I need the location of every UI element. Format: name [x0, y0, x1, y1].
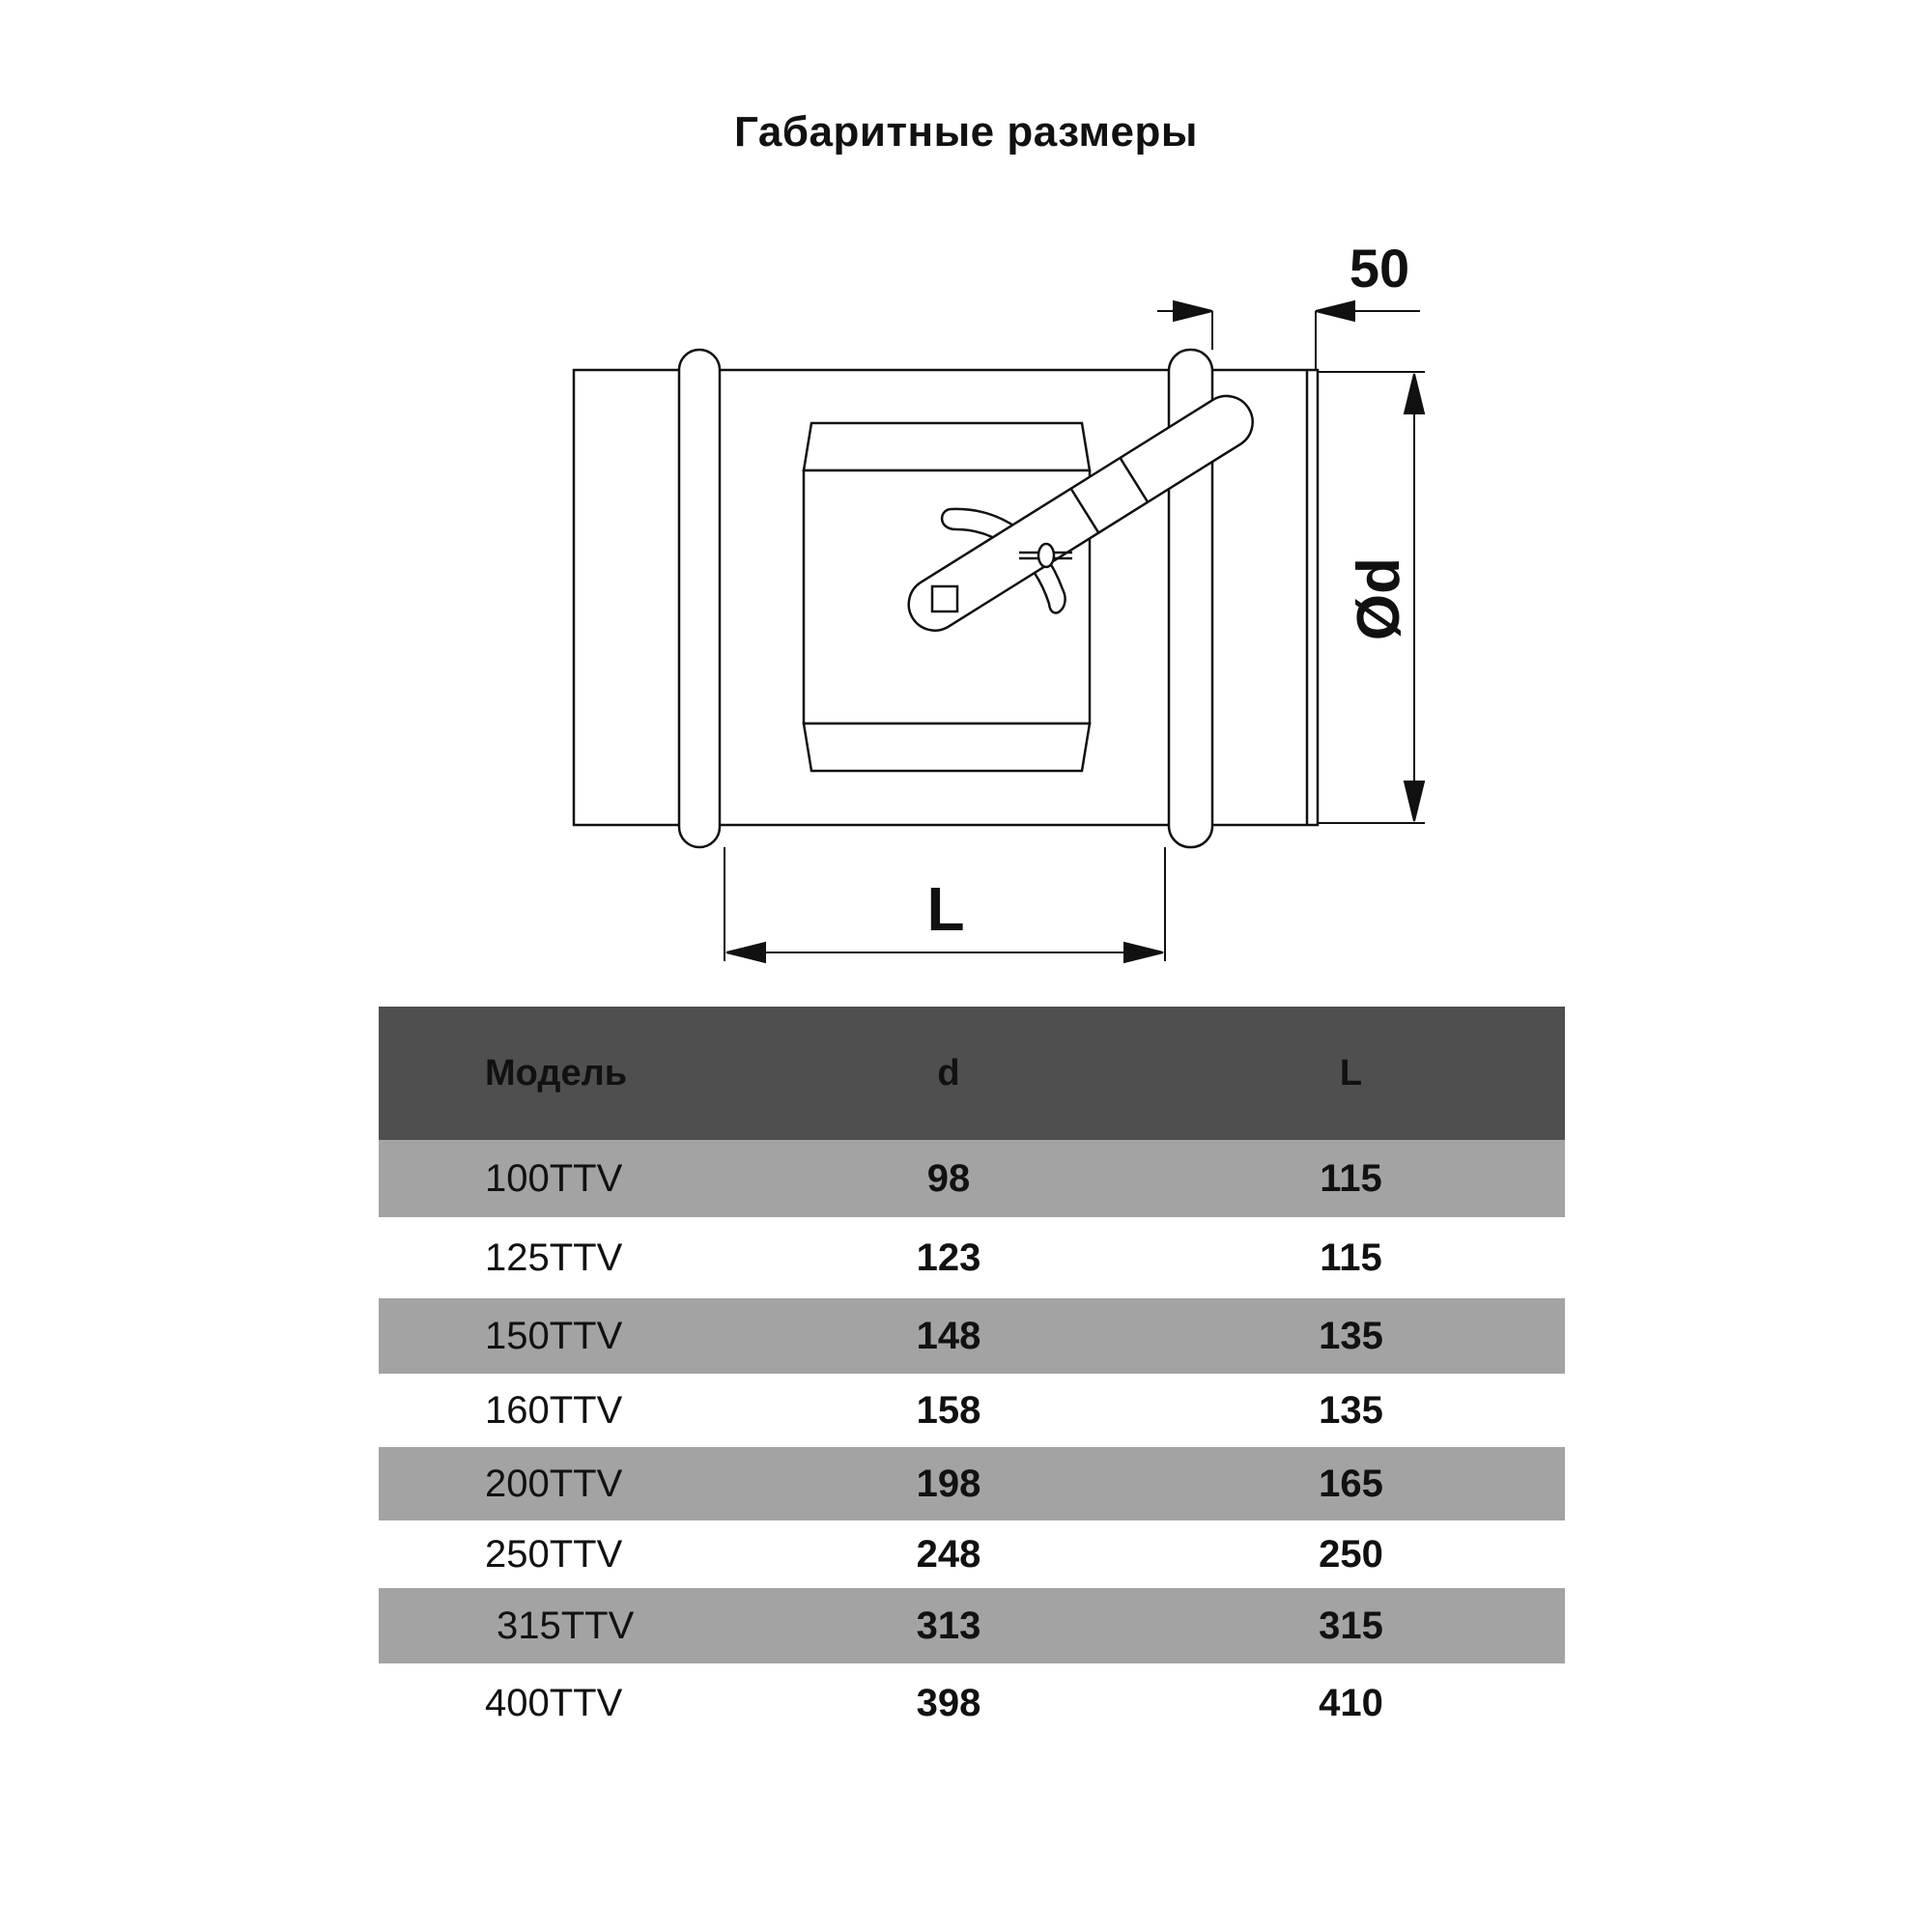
- housing-top-cap: [802, 421, 1092, 472]
- table-row: 125TTV 123 115: [379, 1217, 1565, 1298]
- housing-bottom-cap: [802, 722, 1092, 773]
- dimensions-table: Модель d L 100TTV 98 115 125TTV 123 115 …: [379, 1007, 1565, 1743]
- dim-50-label: 50: [1350, 238, 1409, 298]
- cell-model: 125TTV: [485, 1236, 623, 1279]
- header-l: L: [1339, 1052, 1363, 1094]
- table-row: 100TTV 98 115: [379, 1140, 1565, 1217]
- cell-model: 160TTV: [485, 1388, 623, 1432]
- cell-l: 250: [1319, 1532, 1383, 1576]
- cell-l: 410: [1319, 1681, 1383, 1724]
- dim-length-label: L: [926, 874, 964, 944]
- cell-l: 165: [1319, 1462, 1383, 1505]
- wing-nut-icon: [1037, 542, 1056, 569]
- header-model: Модель: [485, 1052, 628, 1094]
- cell-d: 98: [926, 1156, 971, 1200]
- header-d: d: [937, 1052, 960, 1094]
- cell-model: 250TTV: [485, 1532, 623, 1576]
- cell-l: 115: [1320, 1236, 1382, 1279]
- cell-d: 313: [916, 1604, 981, 1647]
- cell-l: 115: [1320, 1156, 1382, 1200]
- cell-d: 148: [916, 1314, 981, 1357]
- cell-model: 400TTV: [485, 1681, 623, 1724]
- cell-d: 198: [916, 1462, 981, 1505]
- table-row: 160TTV 158 135: [379, 1374, 1565, 1447]
- table-row: 250TTV 248 250: [379, 1520, 1565, 1588]
- cell-l: 135: [1319, 1314, 1383, 1357]
- cell-l: 135: [1319, 1388, 1383, 1432]
- table-row: 315TTV 313 315: [379, 1588, 1565, 1663]
- table-row: 400TTV 398 410: [379, 1663, 1565, 1743]
- table-header: Модель d L: [379, 1007, 1565, 1140]
- damper-handle: [907, 394, 1254, 632]
- cell-model: 150TTV: [485, 1314, 623, 1357]
- left-clamp: [677, 348, 722, 849]
- handle-square: [930, 584, 959, 613]
- table-row: 150TTV 148 135: [379, 1298, 1565, 1374]
- cell-d: 248: [916, 1532, 981, 1576]
- duct-body: [572, 368, 1320, 827]
- dim-diameter-label: Ød: [1346, 557, 1412, 640]
- cell-d: 398: [916, 1681, 981, 1724]
- damper-drawing: 50 Ød L: [572, 238, 1426, 964]
- cell-model: 315TTV: [497, 1604, 635, 1647]
- table-row: 200TTV 198 165: [379, 1447, 1565, 1520]
- cell-d: 158: [916, 1388, 981, 1432]
- cell-model: 200TTV: [485, 1462, 623, 1505]
- cell-d: 123: [916, 1236, 981, 1279]
- cell-model: 100TTV: [485, 1156, 623, 1200]
- cell-l: 315: [1319, 1604, 1383, 1647]
- page-title: Габаритные размеры: [734, 108, 1198, 156]
